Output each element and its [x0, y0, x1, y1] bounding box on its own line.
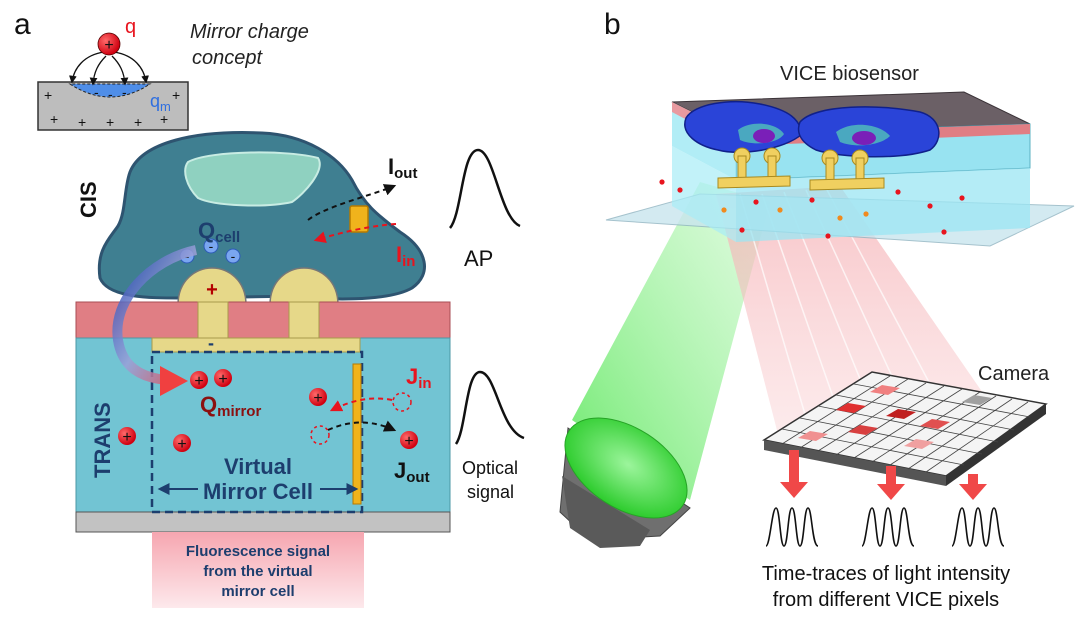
svg-text:Qcell: Qcell — [198, 218, 240, 246]
svg-text:+: + — [313, 390, 322, 407]
svg-text:+: + — [122, 429, 131, 446]
optical-waveform — [454, 370, 525, 445]
svg-text:Qmirror: Qmirror — [200, 392, 261, 420]
inset-qm-label: q — [150, 91, 160, 111]
svg-text:+: + — [44, 87, 52, 103]
trans-label: TRANS — [90, 402, 115, 478]
electrode-bottom-bar — [151, 337, 361, 353]
sensor-charges — [659, 179, 965, 239]
i-in-label: I — [396, 242, 402, 267]
i-out-label: I — [388, 154, 394, 179]
mirror-charge-inset: + q - - - qm + + + + + + + — [37, 16, 189, 131]
svg-text:qm: qm — [150, 91, 171, 114]
svg-text:+: + — [177, 436, 186, 453]
svg-text:+: + — [404, 433, 413, 450]
svg-text:-: - — [231, 248, 236, 264]
mirror-arrow — [112, 245, 198, 385]
svg-text:+: + — [206, 279, 218, 301]
cis-label: CIS — [76, 181, 101, 218]
objective-lens — [559, 417, 691, 548]
sensor-electrodes — [717, 147, 885, 191]
panel-a-label: a — [14, 8, 31, 41]
inset-mirror-charge-region — [68, 83, 152, 98]
fluorescence-region — [152, 532, 364, 608]
caption-line-1: Time-traces of light intensity — [762, 563, 1010, 585]
inset-charge-q — [97, 32, 121, 56]
svg-text:+: + — [172, 87, 180, 103]
optical-signal-label: Optical — [462, 458, 518, 478]
svg-text:+: + — [218, 371, 227, 388]
q-cell-label: Q — [198, 218, 215, 243]
svg-text:Iout: Iout — [388, 154, 417, 182]
virtual-cell-label-line2: Mirror Cell — [203, 479, 313, 504]
j-out-label: J — [394, 458, 406, 483]
q-mirror-label: Q — [200, 392, 217, 417]
svg-text:-: - — [208, 333, 214, 353]
camera-sensor — [762, 371, 1048, 486]
pink-insulating-layer — [75, 301, 451, 339]
svg-text:+: + — [78, 114, 86, 130]
mirror-concept-title: Mirror charge — [190, 21, 309, 43]
svg-text:+: + — [50, 111, 58, 127]
sensor-cells — [684, 100, 940, 158]
vice-biosensor-label: VICE biosensor — [780, 63, 919, 85]
cell-nucleus — [184, 151, 321, 207]
electrodes: + — [177, 267, 339, 306]
svg-text:Iin: Iin — [396, 242, 415, 270]
svg-text:-: - — [94, 84, 99, 100]
svg-text:+: + — [104, 37, 113, 54]
svg-text:-: - — [108, 86, 113, 102]
fluorescence-label-line3: mirror cell — [221, 583, 294, 600]
virtual-mirror-cell-box — [150, 350, 364, 514]
j-in-label: J — [406, 364, 418, 389]
svg-text:-: - — [209, 238, 214, 254]
fluorescence-label: Fluorescence signal — [186, 543, 330, 560]
svg-text:Jout: Jout — [394, 458, 430, 486]
ap-label: AP — [464, 246, 493, 271]
excitation-beam — [572, 182, 770, 500]
caption-line-2: from different VICE pixels — [773, 589, 999, 611]
inset-charge-q-label: q — [125, 16, 136, 38]
cell-ion-channel — [349, 205, 369, 233]
svg-text:Jin: Jin — [406, 364, 432, 392]
panel-b-label: b — [604, 8, 621, 41]
svg-text:+: + — [194, 373, 203, 390]
fluorescence-label-line2: from the virtual — [203, 563, 312, 580]
q-mirror-charges: + + + + + + — [118, 369, 418, 453]
virtual-ion-channel — [352, 363, 362, 505]
svg-text:+: + — [106, 114, 114, 130]
svg-text:-: - — [122, 84, 127, 100]
svg-text:+: + — [160, 111, 168, 127]
trace-arrows — [780, 450, 987, 500]
svg-text:+: + — [134, 114, 142, 130]
optical-signal-label-line2: signal — [467, 482, 514, 502]
virtual-cell-label: Virtual — [224, 454, 292, 479]
time-traces — [765, 507, 1005, 547]
glass-substrate — [75, 511, 451, 533]
ap-waveform — [448, 148, 521, 229]
camera-label: Camera — [978, 363, 1050, 385]
mirror-concept-title-line2: concept — [192, 47, 263, 69]
